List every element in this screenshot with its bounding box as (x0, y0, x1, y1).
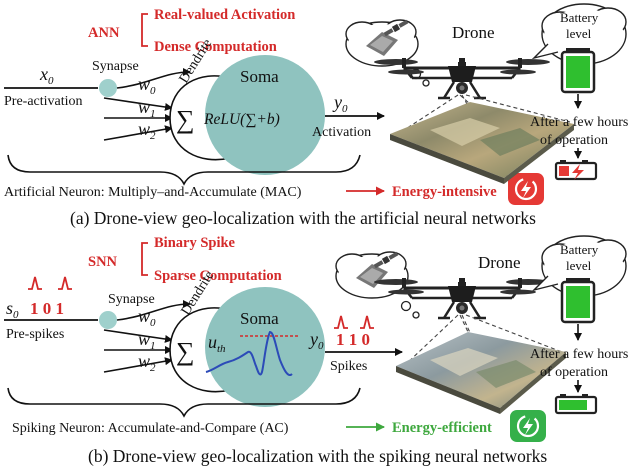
input-x0: x0 (39, 64, 54, 87)
weight-w1: w1 (138, 329, 156, 352)
battery-full-icon (560, 48, 596, 94)
aerial-map (396, 332, 566, 414)
panel-ann: ANN Real-valued Activation Dense Computa… (4, 3, 628, 228)
soma-label: Soma (240, 67, 279, 86)
spikes-label: Spikes (330, 359, 367, 374)
battery-title-1: Battery (560, 242, 599, 257)
lightning-badge-icon (508, 173, 544, 205)
input-arrow-1 (103, 97, 173, 111)
sigma-symbol: ∑ (176, 337, 195, 366)
output-y0: y0 (308, 329, 324, 352)
output-bits: 1 1 0 (336, 330, 370, 349)
ann-prop-computation: Dense Computation (154, 39, 277, 55)
soma (205, 287, 325, 407)
battery-high-icon (554, 394, 598, 415)
snn-label: SNN (88, 254, 118, 270)
soma (205, 55, 325, 175)
after-hours-line1: After a few hours (530, 347, 628, 362)
weight-w0: w0 (138, 74, 156, 97)
battery-title-1: Battery (560, 10, 599, 25)
snn-prop-computation: Sparse Computation (154, 268, 282, 284)
weight-w1: w1 (138, 97, 156, 120)
panel-snn: SNN Binary Spike Sparse Computation s0 1… (4, 235, 628, 466)
neuron-description: Artificial Neuron: Multiply–and-Accumula… (4, 185, 302, 200)
after-hours-line1: After a few hours (530, 115, 628, 130)
aerial-map (390, 102, 574, 184)
thought-cloud (335, 251, 420, 319)
soma-label: Soma (240, 309, 279, 328)
activation-label: Activation (312, 125, 371, 140)
dendrite-arrow-0 (116, 68, 191, 89)
caption-b: (b) Drone-view geo-localization with the… (88, 446, 547, 466)
synapse-dot (99, 311, 117, 329)
output-spike-icons (334, 315, 374, 329)
input-spike-icons (28, 276, 72, 290)
neuron-description: Spiking Neuron: Accumulate-and-Compare (… (12, 421, 289, 436)
thought-cloud (345, 19, 430, 87)
battery-low-icon (554, 160, 598, 181)
after-hours-line2: of operation (540, 133, 608, 148)
lightning-badge-icon (510, 410, 546, 442)
battery-title-2: level (566, 258, 592, 273)
output-y0: y0 (332, 92, 348, 115)
pre-spikes-label: Pre-spikes (6, 327, 64, 342)
energy-label: Energy-efficient (392, 420, 492, 436)
synapse-dot (99, 79, 117, 97)
threshold-uth: uth (208, 332, 226, 355)
input-s0: s0 (6, 298, 19, 321)
snn-bracket (141, 242, 148, 276)
relu-formula: ReLU(∑+b) (203, 111, 280, 128)
battery-bubble: Battery level (531, 3, 627, 65)
battery-bubble: Battery level (531, 235, 627, 297)
sigma-symbol: ∑ (176, 105, 195, 134)
satellite-icon (373, 251, 399, 269)
input-arrow-3 (103, 357, 173, 373)
ann-bracket (141, 13, 148, 47)
caption-a: (a) Drone-view geo-localization with the… (70, 208, 536, 228)
battery-title-2: level (566, 26, 592, 41)
input-arrow-1 (103, 329, 173, 343)
neuron-brace (7, 154, 361, 186)
drone-icon (372, 276, 552, 320)
dendrite-arrow-0 (116, 300, 191, 321)
weight-w0: w0 (138, 306, 156, 329)
satellite-icon (383, 19, 409, 37)
synapse-label: Synapse (108, 292, 155, 307)
synapse-label: Synapse (92, 59, 139, 74)
ann-prop-activation: Real-valued Activation (154, 7, 295, 23)
input-bits: 1 0 1 (30, 299, 64, 318)
input-arrow-3 (103, 125, 173, 141)
battery-full-icon (560, 278, 596, 324)
after-hours-line2: of operation (540, 365, 608, 380)
drone-label: Drone (452, 23, 494, 42)
snn-prop-spike: Binary Spike (154, 235, 236, 251)
drone-label: Drone (478, 253, 520, 272)
drone-icon (372, 56, 552, 100)
pre-activation-label: Pre-activation (4, 94, 83, 109)
ann-label: ANN (88, 25, 120, 41)
energy-label: Energy-intensive (392, 184, 497, 200)
neuron-brace (7, 387, 361, 418)
membrane-potential-curve (205, 330, 293, 376)
